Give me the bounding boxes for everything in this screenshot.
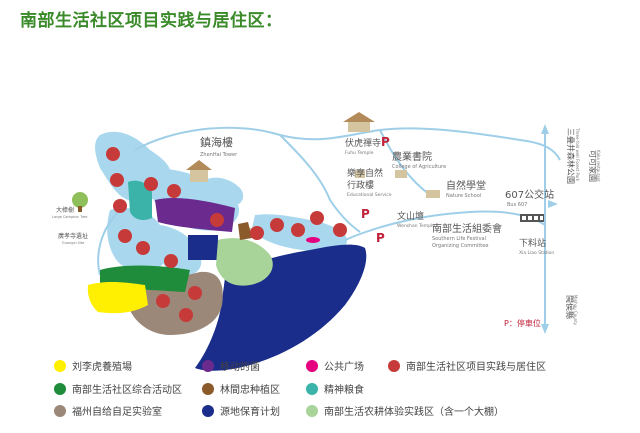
zhenhai-tower-icon (186, 160, 212, 182)
label-committee-en-2: Organizing Committee (432, 243, 488, 249)
site-marker[interactable] (333, 223, 347, 237)
parking-marker[interactable]: P (376, 231, 385, 245)
label-camphor: 大樟樹 (56, 206, 74, 214)
fuhu-temple-icon (343, 112, 375, 132)
site-marker[interactable] (118, 229, 132, 243)
parking-note: P：停車位 (504, 318, 541, 328)
label-xialiao-en: Xia Liao Station (519, 250, 554, 256)
tree-icon (72, 192, 88, 212)
label-agri-en: College of Agriculture (392, 164, 446, 170)
label-fuhu-en: Fuhu Temple (345, 150, 374, 156)
site-marker[interactable] (106, 147, 120, 161)
road-north (134, 126, 561, 161)
label-minhou-en: Minhou County (573, 295, 578, 326)
label-committee-en-1: Southern Life Festival (432, 236, 486, 242)
parking-marker[interactable]: P (361, 207, 370, 221)
site-marker[interactable] (291, 223, 305, 237)
road-connector (379, 129, 431, 196)
site-marker[interactable] (270, 218, 284, 232)
site-marker[interactable] (250, 226, 264, 240)
nature-school-icon (426, 190, 440, 198)
label-edu-2: 行政樓 (347, 179, 374, 191)
label-sanjie: 三叠井森林公園 (566, 128, 576, 184)
parking-markers: P P P (361, 135, 390, 245)
label-committee: 南部生活組委會 (432, 222, 502, 235)
label-wenshan-en: Wenshan Temple (397, 223, 435, 229)
label-camphor-en: Large Camphor Tree (52, 215, 87, 219)
site-marker[interactable] (210, 213, 224, 227)
zone-spiritual-food[interactable] (128, 180, 152, 220)
label-agri: 農業書院 (392, 150, 432, 163)
water-west (107, 208, 169, 272)
page-title: 南部生活社区项目实践与居住区： (20, 11, 283, 31)
label-xialiao: 下料站 (519, 237, 546, 249)
label-kaka: 可可家園 (588, 150, 598, 182)
label-wenshan: 文山壇 (397, 210, 424, 222)
label-bus-en: Bus 607 (507, 202, 527, 208)
label-nature: 自然學堂 (446, 179, 486, 192)
zone-farm[interactable] (87, 281, 148, 314)
residential-sites (106, 147, 347, 322)
site-marker[interactable] (136, 241, 150, 255)
label-edu-en: Educational Service (347, 192, 392, 198)
zone-reservoir-small[interactable] (188, 235, 218, 260)
zone-forest-planting[interactable] (238, 222, 252, 240)
site-marker[interactable] (156, 294, 170, 308)
parking-marker[interactable]: P (381, 135, 390, 149)
road-central (279, 134, 361, 233)
bus-stop-marker (520, 214, 544, 222)
education-building-icon (355, 170, 365, 178)
zone-farming-experience[interactable] (216, 238, 273, 286)
label-bus: 607公交站 (505, 188, 554, 201)
label-guangxi-en: Guangxi Site (62, 241, 84, 245)
label-guangxi: 廣孝寺遺址 (58, 232, 88, 240)
site-marker[interactable] (113, 199, 127, 213)
arrow-up-icon (541, 124, 549, 134)
label-zhenhai-en: ZhenHai Tower (200, 152, 238, 158)
label-minhou: 閩侯縣 (565, 295, 575, 319)
label-fuhu: 伏虎禪寺 (345, 137, 381, 149)
label-zhenhai: 鎮海樓 (200, 135, 233, 149)
label-kaka-en: Kaka restaurant (596, 150, 601, 182)
site-marker[interactable] (167, 184, 181, 198)
college-icon (395, 170, 407, 178)
site-marker[interactable] (179, 308, 193, 322)
label-sanjie-en: Three-fold well Forest Park (575, 127, 580, 182)
site-marker[interactable] (144, 177, 158, 191)
site-marker[interactable] (188, 286, 202, 300)
arrow-down-icon (541, 324, 549, 334)
site-marker[interactable] (310, 211, 324, 225)
label-nature-en: Nature School (446, 193, 481, 199)
label-edu-1: 樂享自然 (347, 167, 383, 179)
zone-public-square[interactable] (306, 237, 320, 243)
road-west (97, 209, 121, 276)
water-small (205, 177, 244, 207)
site-marker[interactable] (164, 254, 178, 268)
site-marker[interactable] (110, 173, 124, 187)
arrow-right-icon (548, 200, 558, 208)
